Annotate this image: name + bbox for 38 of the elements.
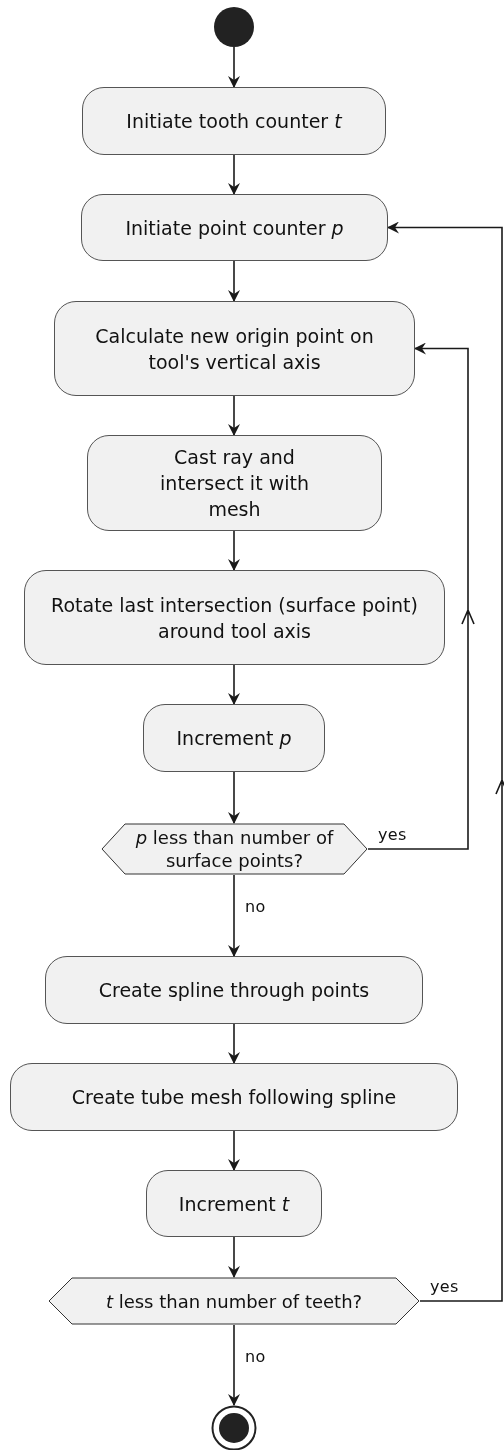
action-text: Create tube mesh following spline <box>71 1085 397 1110</box>
decision-text: t less than number of teeth? <box>104 1289 364 1313</box>
arrow <box>387 221 504 1302</box>
arrow <box>228 1324 240 1406</box>
action-box <box>45 956 423 1024</box>
action-text: Increment p <box>176 726 292 751</box>
action-box <box>87 435 382 531</box>
action-text: Create spline through points <box>98 978 370 1003</box>
arrow <box>228 530 240 571</box>
action-text: Initiate tooth counter t <box>126 109 342 134</box>
action-box <box>146 1170 322 1237</box>
decision-hexagon <box>48 1277 420 1325</box>
action-text: Increment t <box>178 1191 290 1217</box>
arrow <box>228 46 240 88</box>
action-box <box>10 1063 458 1131</box>
arrow <box>228 874 240 957</box>
action-text: Cast ray and intersect it with mesh <box>159 445 310 522</box>
arrow <box>228 395 240 436</box>
action-box <box>24 570 445 665</box>
arrow <box>228 154 240 195</box>
arrow <box>228 771 240 824</box>
arrow <box>367 342 475 850</box>
arrow <box>228 260 240 302</box>
arrow <box>228 1130 240 1171</box>
decision-text: p less than number of surface points? <box>134 826 335 872</box>
action-box <box>143 704 325 772</box>
action-box <box>81 194 388 261</box>
action-box <box>82 87 386 155</box>
action-text: Initiate point counter p <box>125 215 344 241</box>
end-node <box>211 1405 257 1450</box>
arrow <box>228 664 240 705</box>
decision-hexagon <box>101 823 368 875</box>
start-node <box>214 7 254 47</box>
action-box <box>54 301 415 396</box>
action-text: Rotate last intersection (surface point) around tool axis <box>50 592 419 644</box>
arrow <box>228 1236 240 1278</box>
action-text: Calculate new origin point on tool's vertical axis <box>94 323 375 375</box>
arrow <box>228 1023 240 1064</box>
